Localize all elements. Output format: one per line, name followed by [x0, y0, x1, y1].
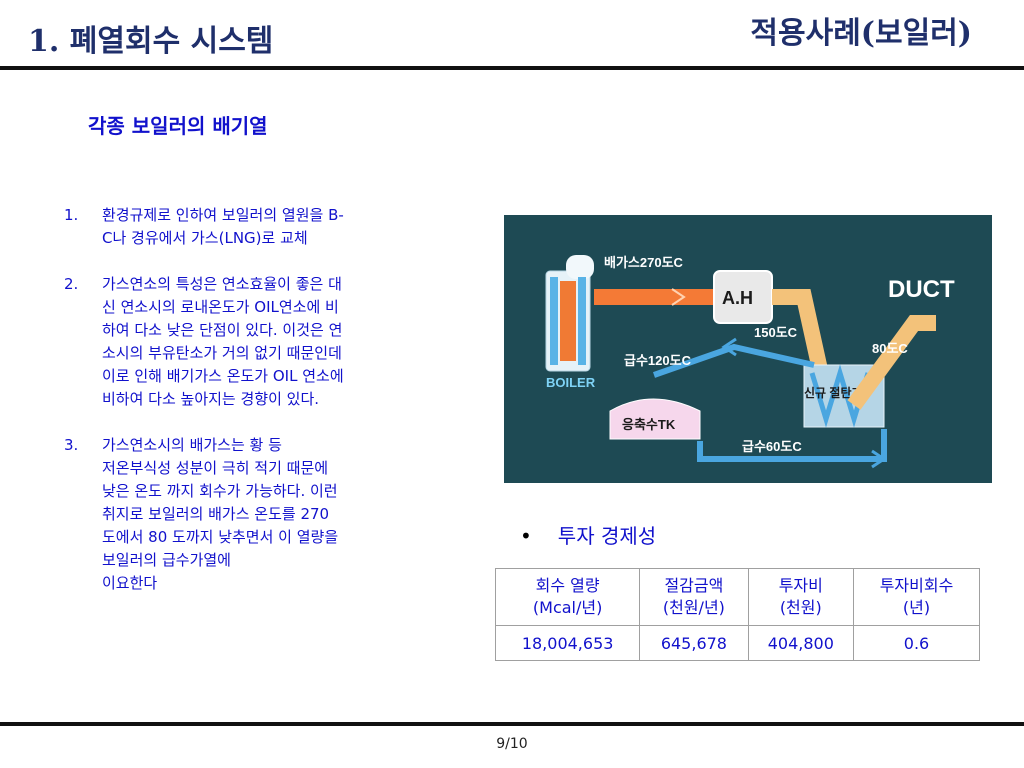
- exhaust-duct-warm: [772, 289, 834, 399]
- list-item: 2. 가스연소의 특성은 연소효율이 좋은 대 신 연소시의 로내온도가 OIL…: [64, 273, 456, 411]
- header-line: 회수 열량: [535, 576, 600, 595]
- boiler-unit: [545, 255, 594, 372]
- economics-table: 회수 열량 (Mcal/년) 절감금액 (천원/년) 투자비 (천원) 투자비회수 (년…: [494, 568, 980, 661]
- top-divider: [0, 66, 1024, 70]
- table-header-cell: 투자비회수 (년): [853, 568, 980, 626]
- slide-subtitle: 적용사례(보일러): [750, 16, 972, 51]
- feed-water-return-line: [653, 343, 815, 378]
- table-cell: 645,678: [639, 625, 749, 661]
- table-cell: 0.6: [853, 625, 980, 661]
- header-unit: (Mcal/년): [532, 598, 603, 617]
- header-unit: (년): [902, 598, 931, 617]
- feed-120-label: 급수120도C: [624, 353, 692, 368]
- feed-water-line: [697, 429, 887, 462]
- bottom-divider: [0, 722, 1024, 726]
- header-line: 절감금액: [664, 576, 724, 595]
- table-cell: 18,004,653: [494, 625, 641, 661]
- table-cell: 404,800: [747, 625, 855, 661]
- arrow-left-icon: [721, 337, 737, 357]
- table-header-cell: 회수 열량 (Mcal/년): [494, 568, 641, 626]
- list-item-text: 환경규제로 인하여 보일러의 열원을 B- C나 경유에서 가스(LNG)로 교…: [102, 206, 344, 247]
- section-heading: 각종 보일러의 배기열: [88, 114, 268, 138]
- temp-150-label: 150도C: [754, 325, 798, 340]
- temp-80-label: 80도C: [872, 341, 908, 356]
- condensate-tank: [609, 398, 701, 440]
- table-header-row: 회수 열량 (Mcal/년) 절감금액 (천원/년) 투자비 (천원) 투자비회수 (년…: [494, 568, 980, 626]
- arrow-right-icon: [871, 449, 887, 469]
- tank-label: 응축수TK: [622, 417, 676, 432]
- list-item-number: 3.: [64, 436, 79, 454]
- header-unit: (천원/년): [662, 598, 725, 617]
- exhaust-duct-exit: [847, 315, 936, 410]
- economics-heading-text: 투자 경제성: [557, 524, 657, 548]
- list-item: 1. 환경규제로 인하여 보일러의 열원을 B- C나 경유에서 가스(LNG)…: [64, 204, 456, 250]
- page-number: 9/10: [496, 736, 528, 752]
- economics-heading: • 투자 경제성: [520, 520, 656, 549]
- air-heater-label: A.H: [722, 288, 753, 308]
- arrow-right-icon: [671, 288, 686, 306]
- header-line: 투자비회수: [879, 576, 954, 595]
- list-item-text: 가스연소의 특성은 연소효율이 좋은 대 신 연소시의 로내온도가 OIL연소에…: [102, 275, 344, 408]
- boiler-label: BOILER: [546, 375, 596, 390]
- header-unit: (천원): [779, 598, 822, 617]
- list-item-text: 가스연소시의 배가스는 황 등 저온부식성 성분이 극히 적기 때문에 낮은 온…: [102, 436, 339, 592]
- header-line: 투자비: [778, 576, 823, 595]
- list-item: 3. 가스연소시의 배가스는 황 등 저온부식성 성분이 극히 적기 때문에 낮…: [64, 434, 456, 595]
- exhaust-heat-list: 1. 환경규제로 인하여 보일러의 열원을 B- C나 경유에서 가스(LNG)…: [64, 204, 456, 618]
- exhaust-temp-label: 배가스270도C: [604, 255, 684, 270]
- economizer-label: 신규 절탄기: [804, 385, 863, 400]
- slide-title: 1. 폐열회수 시스템: [28, 24, 274, 59]
- heat-recovery-diagram-svg: BOILER 배가스270도C A.H 150도C 신규 절탄기 80도C DU…: [545, 255, 955, 469]
- bullet-icon: •: [520, 524, 532, 548]
- duct-label: DUCT: [888, 276, 955, 303]
- list-item-number: 2.: [64, 275, 79, 293]
- table-header-cell: 절감금액 (천원/년): [639, 568, 749, 626]
- table-header-cell: 투자비 (천원): [747, 568, 855, 626]
- heat-recovery-diagram: BOILER 배가스270도C A.H 150도C 신규 절탄기 80도C DU…: [504, 215, 992, 483]
- feed-60-label: 급수60도C: [742, 439, 802, 454]
- table-row: 18,004,653 645,678 404,800 0.6: [494, 625, 980, 661]
- list-item-number: 1.: [64, 206, 79, 224]
